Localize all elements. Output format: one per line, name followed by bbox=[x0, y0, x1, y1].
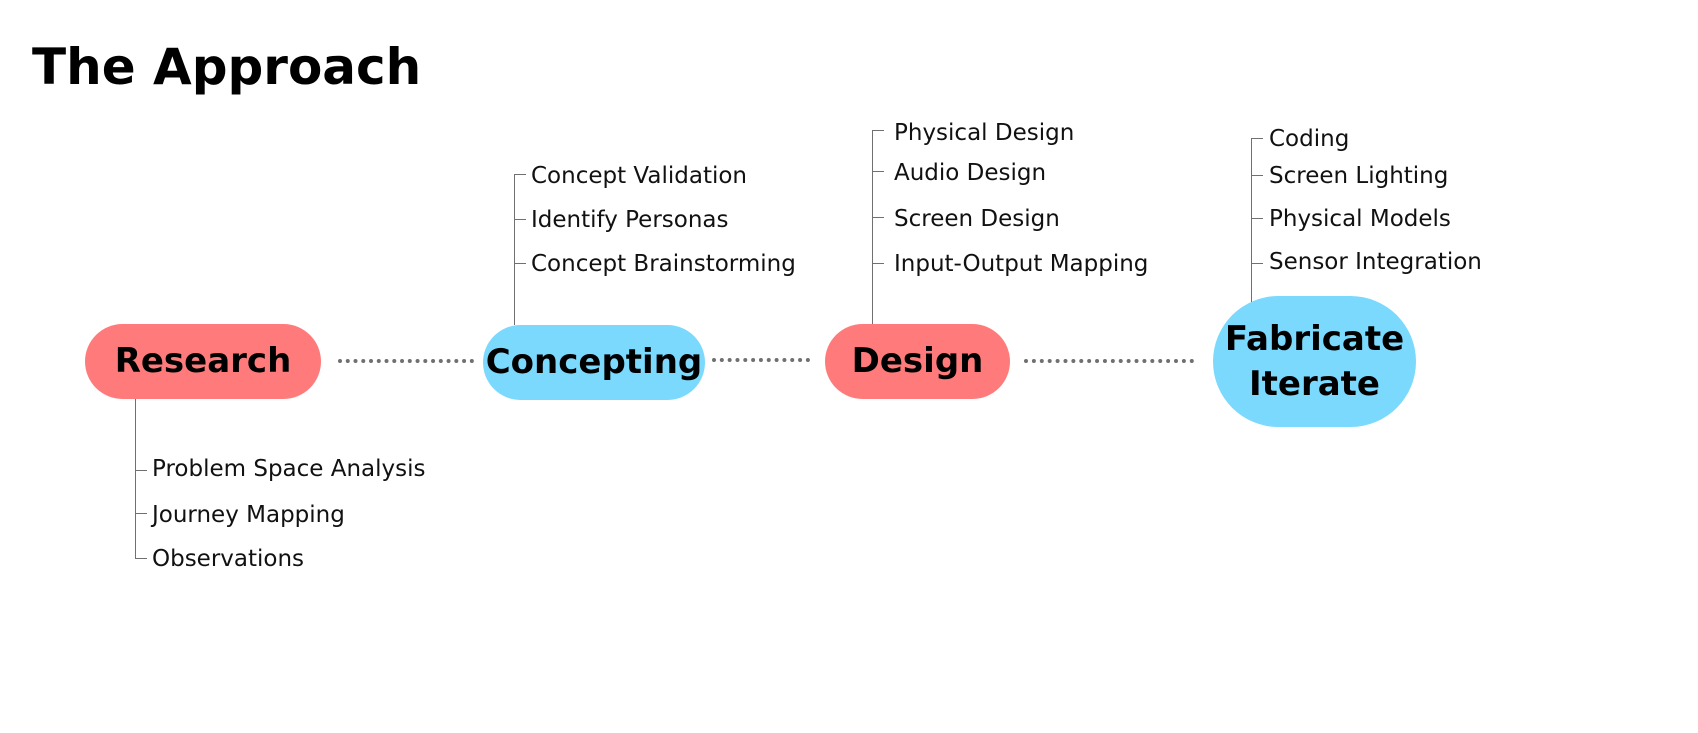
fabricate-item: Physical Models bbox=[1269, 206, 1451, 232]
fabricate-tick bbox=[1251, 175, 1263, 176]
design-tick bbox=[872, 171, 884, 172]
concepting-item: Identify Personas bbox=[531, 207, 729, 233]
research-tick bbox=[135, 558, 147, 559]
research-item: Observations bbox=[152, 546, 305, 572]
design-item: Screen Design bbox=[894, 206, 1060, 232]
concepting-item: Concept Brainstorming bbox=[531, 251, 796, 277]
connector-design-fabricate bbox=[1024, 359, 1194, 363]
concepting-tick bbox=[514, 263, 526, 264]
concepting-tree-line bbox=[514, 174, 515, 325]
stage-research-node: Research bbox=[85, 324, 321, 399]
stage-concepting-node: Concepting bbox=[483, 325, 705, 400]
connector-research-concepting bbox=[338, 359, 474, 363]
page-title: The Approach bbox=[32, 38, 422, 96]
concepting-tick bbox=[514, 174, 526, 175]
fabricate-item: Coding bbox=[1269, 126, 1350, 152]
fabricate-item: Sensor Integration bbox=[1269, 249, 1482, 275]
design-item: Input-Output Mapping bbox=[894, 251, 1149, 277]
connector-concepting-design bbox=[712, 358, 810, 362]
design-tree-line bbox=[872, 130, 873, 324]
fabricate-tree-line bbox=[1251, 138, 1252, 302]
fabricate-tick bbox=[1251, 263, 1263, 264]
research-item: Problem Space Analysis bbox=[152, 456, 426, 482]
design-tick bbox=[872, 217, 884, 218]
design-item: Audio Design bbox=[894, 160, 1047, 186]
design-tick bbox=[872, 263, 884, 264]
fabricate-tick bbox=[1251, 218, 1263, 219]
fabricate-item: Screen Lighting bbox=[1269, 163, 1449, 189]
research-tree-line bbox=[135, 399, 136, 559]
research-item: Journey Mapping bbox=[152, 502, 345, 528]
stage-fabricate-node: Fabricate Iterate bbox=[1213, 296, 1416, 427]
fabricate-tick bbox=[1251, 138, 1263, 139]
research-tick bbox=[135, 470, 147, 471]
research-tick bbox=[135, 513, 147, 514]
design-tick bbox=[872, 130, 884, 131]
stage-design-node: Design bbox=[825, 324, 1010, 399]
concepting-tick bbox=[514, 219, 526, 220]
concepting-item: Concept Validation bbox=[531, 163, 748, 189]
design-item: Physical Design bbox=[894, 120, 1075, 146]
